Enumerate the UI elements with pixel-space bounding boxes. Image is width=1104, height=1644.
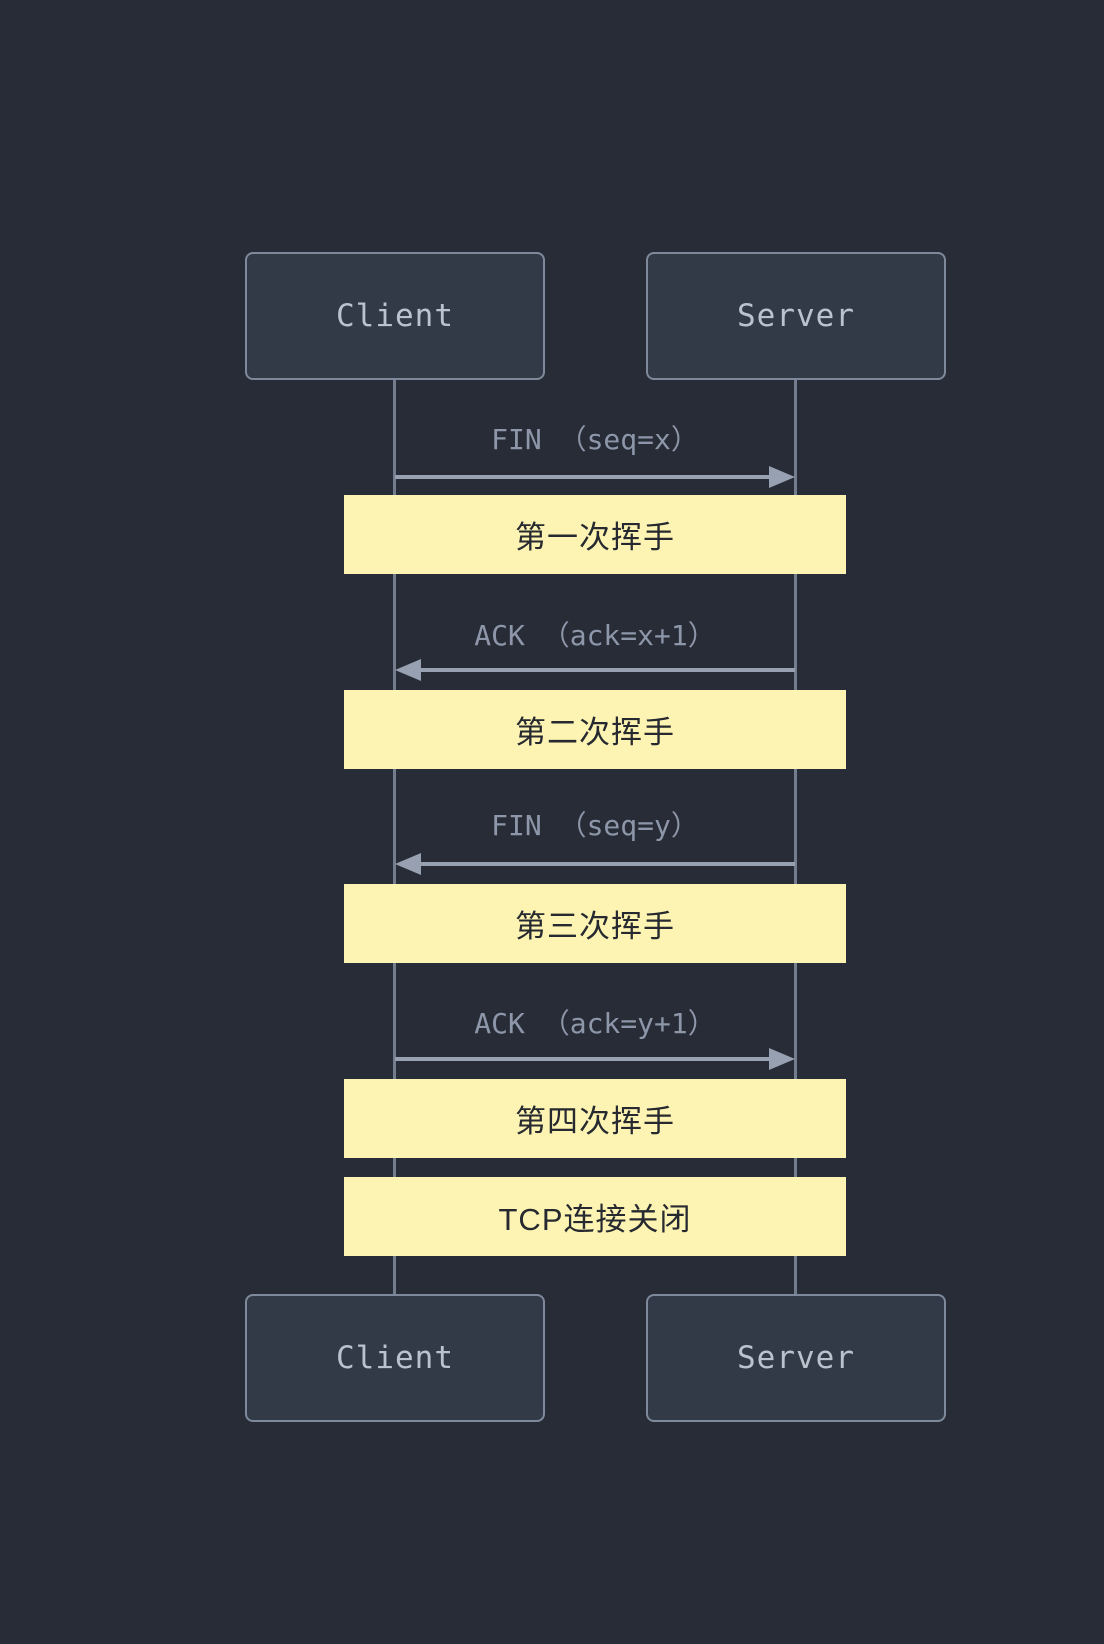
actor-label-client-bottom: Client	[336, 1340, 454, 1376]
note-first-wave: 第一次挥手	[344, 495, 846, 574]
actor-box-server-top: Server	[646, 252, 946, 380]
client-lifeline	[393, 380, 396, 1294]
note-label: 第三次挥手	[515, 909, 675, 944]
note-third-wave: 第三次挥手	[344, 884, 846, 963]
note-fourth-wave: 第四次挥手	[344, 1079, 846, 1158]
note-tcp-connection-closed: TCP连接关闭	[344, 1177, 846, 1256]
arrow-client-to-server-ack	[395, 1048, 795, 1070]
arrow-shaft	[417, 862, 795, 866]
arrow-head-left-icon	[395, 853, 421, 875]
note-label: 第一次挥手	[515, 520, 675, 555]
arrow-server-to-client-fin	[395, 853, 795, 875]
arrow-head-right-icon	[769, 466, 795, 488]
message-label-fin-seq-y: FIN （seq=y）	[491, 809, 699, 842]
arrow-shaft	[395, 1057, 773, 1061]
actor-box-client-bottom: Client	[245, 1294, 545, 1422]
note-label: TCP连接关闭	[498, 1202, 692, 1237]
note-label: 第二次挥手	[515, 715, 675, 750]
actor-label-server-bottom: Server	[737, 1340, 855, 1376]
actor-label-client-top: Client	[336, 298, 454, 334]
server-lifeline	[794, 380, 797, 1294]
message-label-fin-seq-x: FIN （seq=x）	[491, 423, 699, 456]
arrow-head-left-icon	[395, 659, 421, 681]
actor-box-server-bottom: Server	[646, 1294, 946, 1422]
arrow-server-to-client-ack	[395, 659, 795, 681]
arrow-client-to-server-fin	[395, 466, 795, 488]
arrow-shaft	[395, 475, 773, 479]
message-label-ack-y1: ACK （ack=y+1）	[474, 1007, 716, 1040]
actor-box-client-top: Client	[245, 252, 545, 380]
note-label: 第四次挥手	[515, 1104, 675, 1139]
arrow-shaft	[417, 668, 795, 672]
note-second-wave: 第二次挥手	[344, 690, 846, 769]
actor-label-server-top: Server	[737, 298, 855, 334]
message-label-ack-x1: ACK （ack=x+1）	[474, 619, 716, 652]
arrow-head-right-icon	[769, 1048, 795, 1070]
